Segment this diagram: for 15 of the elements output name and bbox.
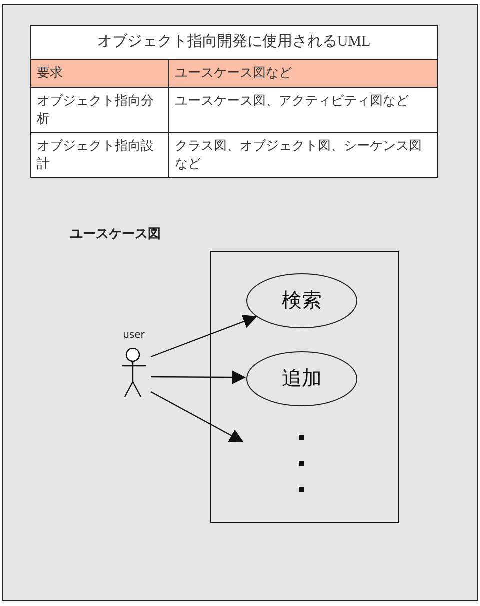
use-case-ellipse: 追加 (246, 351, 358, 407)
header-cell: 要求 (30, 59, 169, 88)
table-cell: クラス図、オブジェクト図、シーケンス図など (168, 132, 438, 178)
table-cell: オブジェクト指向分析 (30, 87, 169, 133)
actor-figure: user (118, 330, 150, 398)
system-boundary (210, 251, 399, 523)
arrow (150, 315, 258, 358)
table-cell: オブジェクト指向設計 (30, 132, 169, 178)
table-cell: ユースケース図、アクティビティ図など (168, 87, 438, 133)
arrow (151, 370, 246, 385)
arrow (150, 391, 244, 443)
table-title-cell: オブジェクト指向開発に使用されるUML (30, 25, 438, 60)
section-heading: ユースケース図 (70, 226, 161, 243)
use-case-ellipse: 検索 (246, 273, 358, 329)
header-cell: ユースケース図など (168, 59, 438, 88)
